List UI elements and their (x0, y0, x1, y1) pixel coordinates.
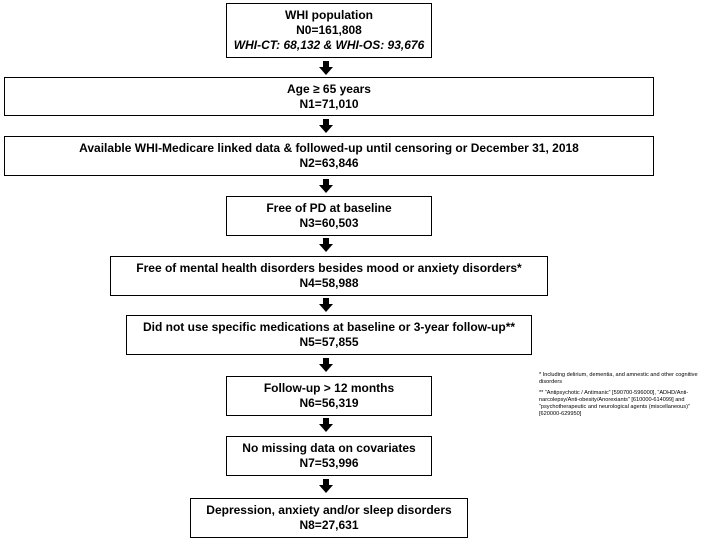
down-arrow-icon (319, 179, 333, 193)
box-count: N2=63,846 (299, 156, 359, 170)
box-count: N0=161,808 (296, 23, 362, 37)
flow-box-free-of-pd: Free of PD at baseline N3=60,503 (226, 196, 432, 236)
flow-box-whi-population: WHI population N0=161,808 WHI-CT: 68,132… (226, 3, 432, 58)
down-arrow-icon (319, 238, 333, 252)
box-title: Did not use specific medications at base… (142, 320, 516, 334)
flow-box-medications: Did not use specific medications at base… (126, 315, 532, 355)
down-arrow-icon (319, 358, 333, 372)
down-arrow-icon (319, 61, 333, 75)
down-arrow-icon (319, 298, 333, 312)
box-title: WHI population (285, 8, 373, 22)
down-arrow-icon (319, 418, 333, 432)
flow-box-mental-health: Free of mental health disorders besides … (110, 256, 548, 296)
flow-box-age: Age ≥ 65 years N1=71,010 (4, 77, 654, 116)
flow-box-medicare-linked: Available WHI-Medicare linked data & fol… (4, 136, 654, 176)
box-title: Free of PD at baseline (266, 201, 392, 215)
footnotes: * Including delirium, dementia, and amne… (539, 372, 704, 422)
down-arrow-icon (319, 119, 333, 133)
flow-box-outcome: Depression, anxiety and/or sleep disorde… (190, 498, 468, 538)
footnote-1: * Including delirium, dementia, and amne… (539, 372, 698, 385)
flow-box-covariates: No missing data on covariates N7=53,996 (226, 436, 432, 476)
box-title: Depression, anxiety and/or sleep disorde… (206, 503, 452, 517)
box-title: No missing data on covariates (242, 441, 416, 455)
box-count: N6=56,319 (299, 396, 359, 410)
box-subcount: WHI-CT: 68,132 & WHI-OS: 93,676 (233, 38, 425, 52)
footnote-2: ** “Antipsychotic / Antimanic” [590700-5… (539, 390, 690, 417)
box-title: Follow-up > 12 months (263, 381, 395, 395)
down-arrow-icon (319, 479, 333, 493)
box-count: N7=53,996 (299, 456, 359, 470)
box-title: Age ≥ 65 years (287, 81, 371, 96)
box-count: N8=27,631 (299, 518, 359, 532)
box-count: N3=60,503 (299, 216, 359, 230)
box-count: N1=71,010 (299, 96, 359, 111)
box-title: Available WHI-Medicare linked data & fol… (79, 141, 579, 155)
box-count: N4=58,988 (299, 276, 359, 290)
box-title: Free of mental health disorders besides … (136, 261, 522, 275)
box-count: N5=57,855 (299, 335, 359, 349)
flow-box-follow-up: Follow-up > 12 months N6=56,319 (226, 376, 432, 416)
